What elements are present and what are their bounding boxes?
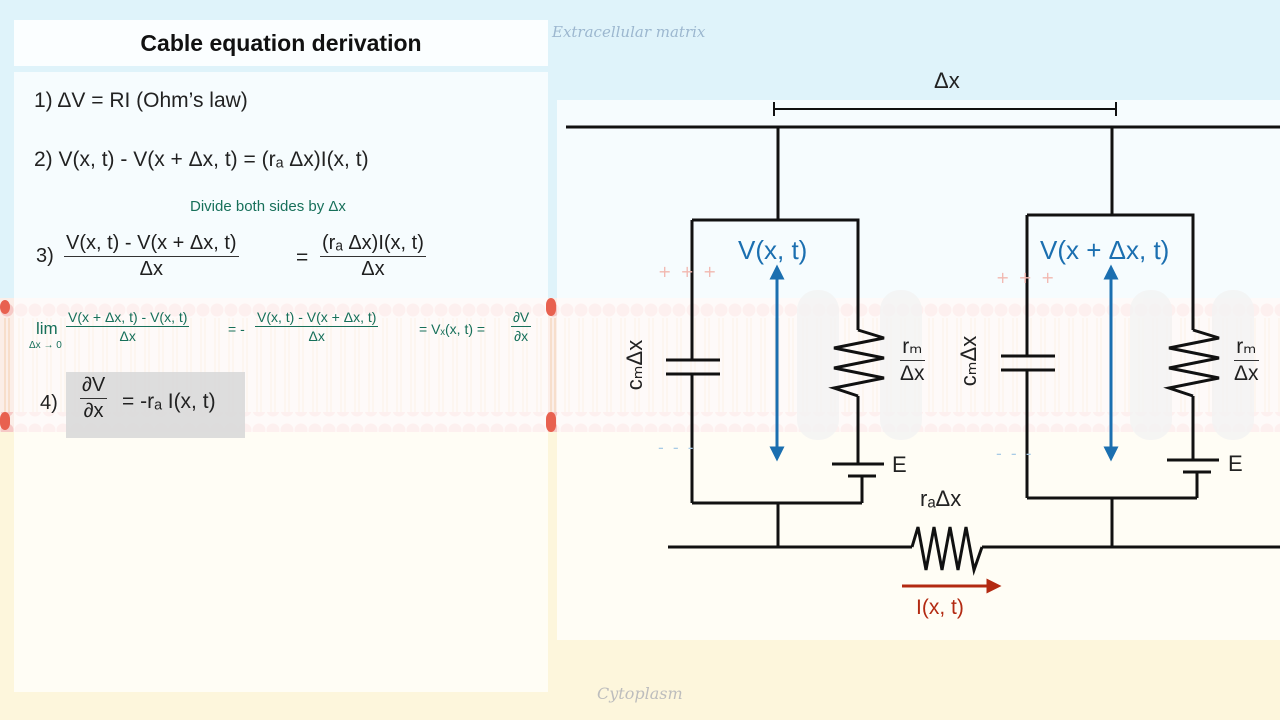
rm-label-1: rₘ Δx — [900, 334, 925, 386]
limit-subscript: Δx → 0 — [29, 340, 62, 351]
eq3-lhs-fraction: V(x, t) - V(x + Δx, t) Δx — [64, 232, 239, 281]
eq3-rhs-top: (rₐ Δx)I(x, t) — [320, 232, 426, 257]
cytoplasm-label: Cytoplasm — [597, 684, 683, 703]
page-title: Cable equation derivation — [14, 20, 548, 66]
rm-bottom-2: Δx — [1234, 362, 1259, 385]
circuit-wires — [566, 125, 1280, 549]
plus-marks-1: + + + — [658, 262, 719, 281]
limit-f1-top: V(x + Δx, t) - V(x, t) — [66, 309, 190, 327]
dx-bracket — [773, 102, 1117, 116]
capacitor-label-2: cₘΔx — [956, 335, 982, 387]
eq3-rhs-fraction: (rₐ Δx)I(x, t) Δx — [320, 232, 426, 281]
limit-f2-bottom: Δx — [308, 328, 325, 344]
eq4-top: ∂V — [80, 374, 108, 399]
eq3-lhs-top: V(x, t) - V(x + Δx, t) — [64, 232, 239, 257]
battery-2 — [1167, 458, 1219, 474]
rm-top-2: rₘ — [1234, 334, 1259, 361]
voltage-label-2: V(x + Δx, t) — [1040, 235, 1170, 265]
battery-label-2: E — [1228, 451, 1243, 476]
eq4-bottom: ∂x — [83, 400, 104, 422]
eq4-fraction: ∂V ∂x — [80, 374, 108, 423]
plus-marks-2: + + + — [996, 268, 1057, 287]
limit-fraction-1: V(x + Δx, t) - V(x, t) Δx — [66, 309, 190, 344]
eq2-number: 2) — [34, 148, 53, 171]
limit-f1-bottom: Δx — [119, 328, 136, 344]
voltage-label-1: V(x, t) — [738, 235, 808, 265]
ra-label: rₐΔx — [920, 486, 962, 511]
limit-f3-bottom: ∂x — [514, 328, 529, 344]
divide-note: Divide both sides by Δx — [190, 198, 346, 215]
capacitor-1 — [666, 358, 720, 376]
eq3-rhs-bottom: Δx — [361, 258, 385, 280]
minus-marks-1: - - - — [658, 438, 696, 457]
eq2-text: V(x, t) - V(x + Δx, t) = (rₐ Δx)I(x, t) — [58, 148, 369, 171]
eq4-rhs: = -rₐ I(x, t) — [122, 390, 216, 413]
battery-1 — [832, 462, 884, 478]
resistor-ra — [910, 526, 984, 576]
eq3-equals: = — [296, 246, 309, 269]
limit-vx: = Vₓ(x, t) = — [419, 321, 486, 337]
eq1-text: ΔV = RI (Ohm’s law) — [57, 89, 248, 112]
battery-label-1: E — [892, 452, 907, 477]
resistor-rm-2 — [1163, 328, 1220, 398]
extracellular-label: Extracellular matrix — [552, 23, 706, 41]
eq3-number: 3) — [36, 245, 54, 267]
limit-fraction-2: V(x, t) - V(x + Δx, t) Δx — [255, 309, 379, 344]
capacitor-2 — [1001, 354, 1055, 372]
eq3-lhs-bottom: Δx — [139, 258, 163, 280]
rm-top-1: rₘ — [900, 334, 925, 361]
rm-label-2: rₘ Δx — [1234, 334, 1259, 386]
limit-f2-top: V(x, t) - V(x + Δx, t) — [255, 309, 379, 327]
resistor-rm-1 — [828, 328, 885, 398]
eq1: 1) ΔV = RI (Ohm’s law) — [34, 89, 248, 113]
limit-mid: = - — [228, 321, 245, 337]
current-label: I(x, t) — [916, 596, 964, 619]
dx-label: Δx — [934, 68, 960, 93]
eq4-number: 4) — [40, 392, 58, 414]
eq1-number: 1) — [34, 89, 53, 112]
minus-marks-2: - - - — [996, 444, 1034, 463]
limit-fraction-3: ∂V ∂x — [511, 309, 532, 344]
capacitor-label-1: cₘΔx — [622, 339, 648, 391]
limit-f3-top: ∂V — [511, 309, 532, 327]
eq2: 2) V(x, t) - V(x + Δx, t) = (rₐ Δx)I(x, … — [34, 148, 369, 172]
circuit-panel — [557, 100, 1280, 640]
eq4-highlight — [66, 372, 245, 438]
limit-lim: lim — [36, 319, 58, 338]
rm-bottom-1: Δx — [900, 362, 925, 385]
